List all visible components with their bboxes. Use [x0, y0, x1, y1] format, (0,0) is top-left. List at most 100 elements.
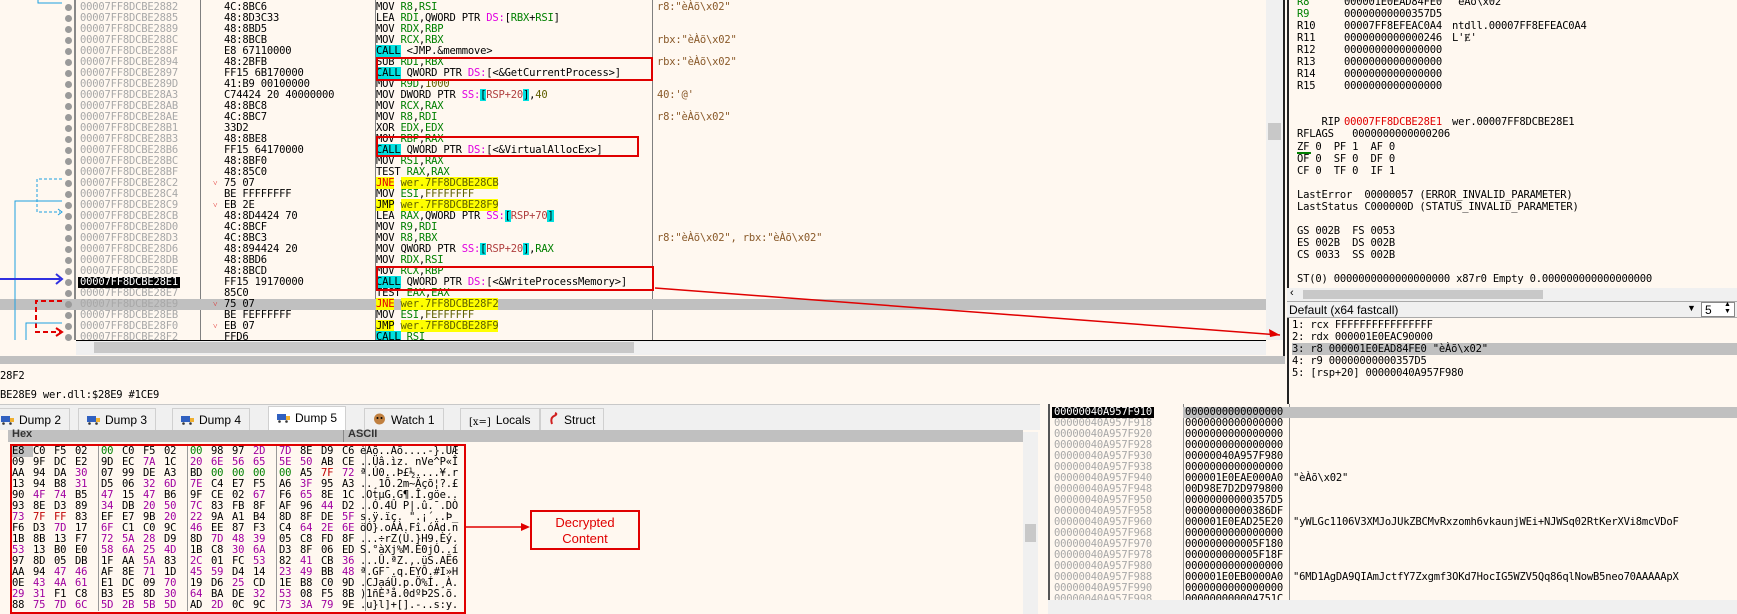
disasm-instruction[interactable]: MOV QWORD PTR SS:[RSP+20],RAX [376, 243, 554, 255]
disasm-instruction[interactable]: MOV RCX,RBX [376, 34, 444, 46]
disasm-address[interactable]: 00007FF8DCBE2882 [80, 1, 178, 13]
stack-value[interactable]: 0000000000000000 [1185, 406, 1283, 418]
disasm-instruction[interactable]: MOV R9D,1000 [376, 78, 450, 90]
hex-ascii[interactable]: s.ÿ.ïç. ".¡´..Þ_ [360, 511, 458, 523]
tab-watch-1[interactable]: Watch 1 [364, 408, 444, 430]
disasm-address[interactable]: 00007FF8DCBE2894 [80, 56, 178, 68]
disasm-address[interactable]: 00007FF8DCBE28C4 [80, 188, 178, 200]
hex-ascii[interactable]: .CJaáÜ.p.Ö%Í.¸À. [360, 577, 458, 589]
breakpoint-dot-icon[interactable] [65, 59, 72, 66]
stack-value[interactable]: 000000000004751C [1185, 593, 1283, 605]
breakpoint-dot-icon[interactable] [65, 279, 72, 286]
breakpoint-dot-icon[interactable] [65, 180, 72, 187]
stack-value[interactable]: 0000000000000000 [1185, 417, 1283, 429]
breakpoint-dot-icon[interactable] [65, 312, 72, 319]
stack-address[interactable]: 00000040A957F968 [1054, 527, 1152, 539]
disasm-address[interactable]: 00007FF8DCBE28DE [80, 265, 178, 277]
call-arg-row[interactable]: 1: rcx FFFFFFFFFFFFFFFF [1292, 319, 1433, 331]
disasm-instruction[interactable]: MOV RDX,RSI [376, 254, 444, 266]
breakpoint-dot-icon[interactable] [65, 257, 72, 264]
disasm-instruction[interactable]: LEA RDI,QWORD PTR DS:[RBX+RSI] [376, 12, 560, 24]
stack-address[interactable]: 00000040A957F980 [1054, 560, 1152, 572]
stack-value[interactable]: 000000000005F180 [1185, 538, 1283, 550]
disasm-instruction[interactable]: TEST EAX,EAX [376, 287, 450, 299]
register-value[interactable]: 000001E0EAD84FE0 [1344, 0, 1442, 8]
disasm-address[interactable]: 00007FF8DCBE28E1 [78, 276, 180, 288]
hex-ascii[interactable]: .OtµG.G¶.Î.göe.. [360, 489, 458, 501]
register-value[interactable]: 0000000000000000 [1344, 80, 1442, 92]
disasm-address[interactable]: 00007FF8DCBE289D [80, 78, 178, 90]
disasm-address[interactable]: 00007FF8DCBE28F0 [80, 320, 178, 332]
disasm-address[interactable]: 00007FF8DCBE288F [80, 45, 178, 57]
breakpoint-dot-icon[interactable] [65, 136, 72, 143]
breakpoint-dot-icon[interactable] [65, 4, 72, 11]
disasm-instruction[interactable]: MOV ESI,FFFFFFFF [376, 188, 474, 200]
breakpoint-dot-icon[interactable] [65, 246, 72, 253]
register-value[interactable]: 00007FF8EFEAC0A4 [1344, 20, 1442, 32]
disasm-address[interactable]: 00007FF8DCBE28E7 [80, 287, 178, 299]
breakpoint-dot-icon[interactable] [65, 15, 72, 22]
disasm-instruction[interactable]: MOV RCX,RBP [376, 265, 444, 277]
breakpoint-dot-icon[interactable] [65, 37, 72, 44]
hex-ascii[interactable]: öÓ}.oÁÀ.Fî.óÄd.n [360, 522, 458, 534]
tab-dump-5[interactable]: Dump 5 [268, 406, 347, 431]
call-arg-row[interactable]: 3: r8 000001E0EAD84FE0 "èÀõ\x02" [1292, 343, 1737, 355]
disasm-instruction[interactable]: MOV ESI,FEFFFFFF [376, 309, 474, 321]
disasm-instruction[interactable]: CALL QWORD PTR DS:[<&VirtualAllocEx>] [376, 144, 603, 156]
call-arg-row[interactable]: 4: r9 00000000000357D5 [1292, 355, 1427, 367]
disasm-instruction[interactable]: LEA RAX,QWORD PTR SS:[RSP+70] [376, 210, 554, 222]
breakpoint-dot-icon[interactable] [65, 147, 72, 154]
disasm-address[interactable]: 00007FF8DCBE28BF [80, 166, 178, 178]
stack-address[interactable]: 00000040A957F990 [1054, 582, 1152, 594]
stack-value[interactable]: 0000000000000000 [1185, 582, 1283, 594]
tab-dump-3[interactable]: Dump 3 [78, 408, 157, 430]
disasm-vertical-scroll-thumb[interactable] [1268, 123, 1281, 140]
hex-scroll-thumb[interactable] [1025, 524, 1036, 542]
disasm-instruction[interactable]: MOV RSI,RAX [376, 155, 444, 167]
disasm-address[interactable]: 00007FF8DCBE28C2 [80, 177, 178, 189]
stack-value[interactable]: 00D98E7D2D979800 [1185, 483, 1283, 495]
tab-dump-2[interactable]: Dump 2 [0, 408, 71, 430]
register-value[interactable]: 0000000000000246 [1344, 32, 1442, 44]
seg-row-1[interactable]: GS 002B FS 0053 [1297, 225, 1395, 237]
breakpoint-dot-icon[interactable] [65, 114, 72, 121]
flags-row-3[interactable]: CF 0 TF 0 IF 1 [1297, 165, 1395, 177]
seg-row-2[interactable]: ES 002B DS 002B [1297, 237, 1395, 249]
stack-value[interactable]: 000001E0EAD25E20 [1185, 516, 1283, 528]
stack-row[interactable]: 00000040A957F918 0000000000000000 [1050, 418, 1737, 429]
breakpoint-dot-icon[interactable] [65, 301, 72, 308]
hex-vertical-scrollbar[interactable] [1023, 432, 1038, 614]
disasm-address[interactable]: 00007FF8DCBE288C [80, 34, 178, 46]
stack-address[interactable]: 00000040A957F918 [1054, 417, 1152, 429]
flags-row-2[interactable]: OF 0 SF 0 DF 0 [1297, 153, 1395, 165]
